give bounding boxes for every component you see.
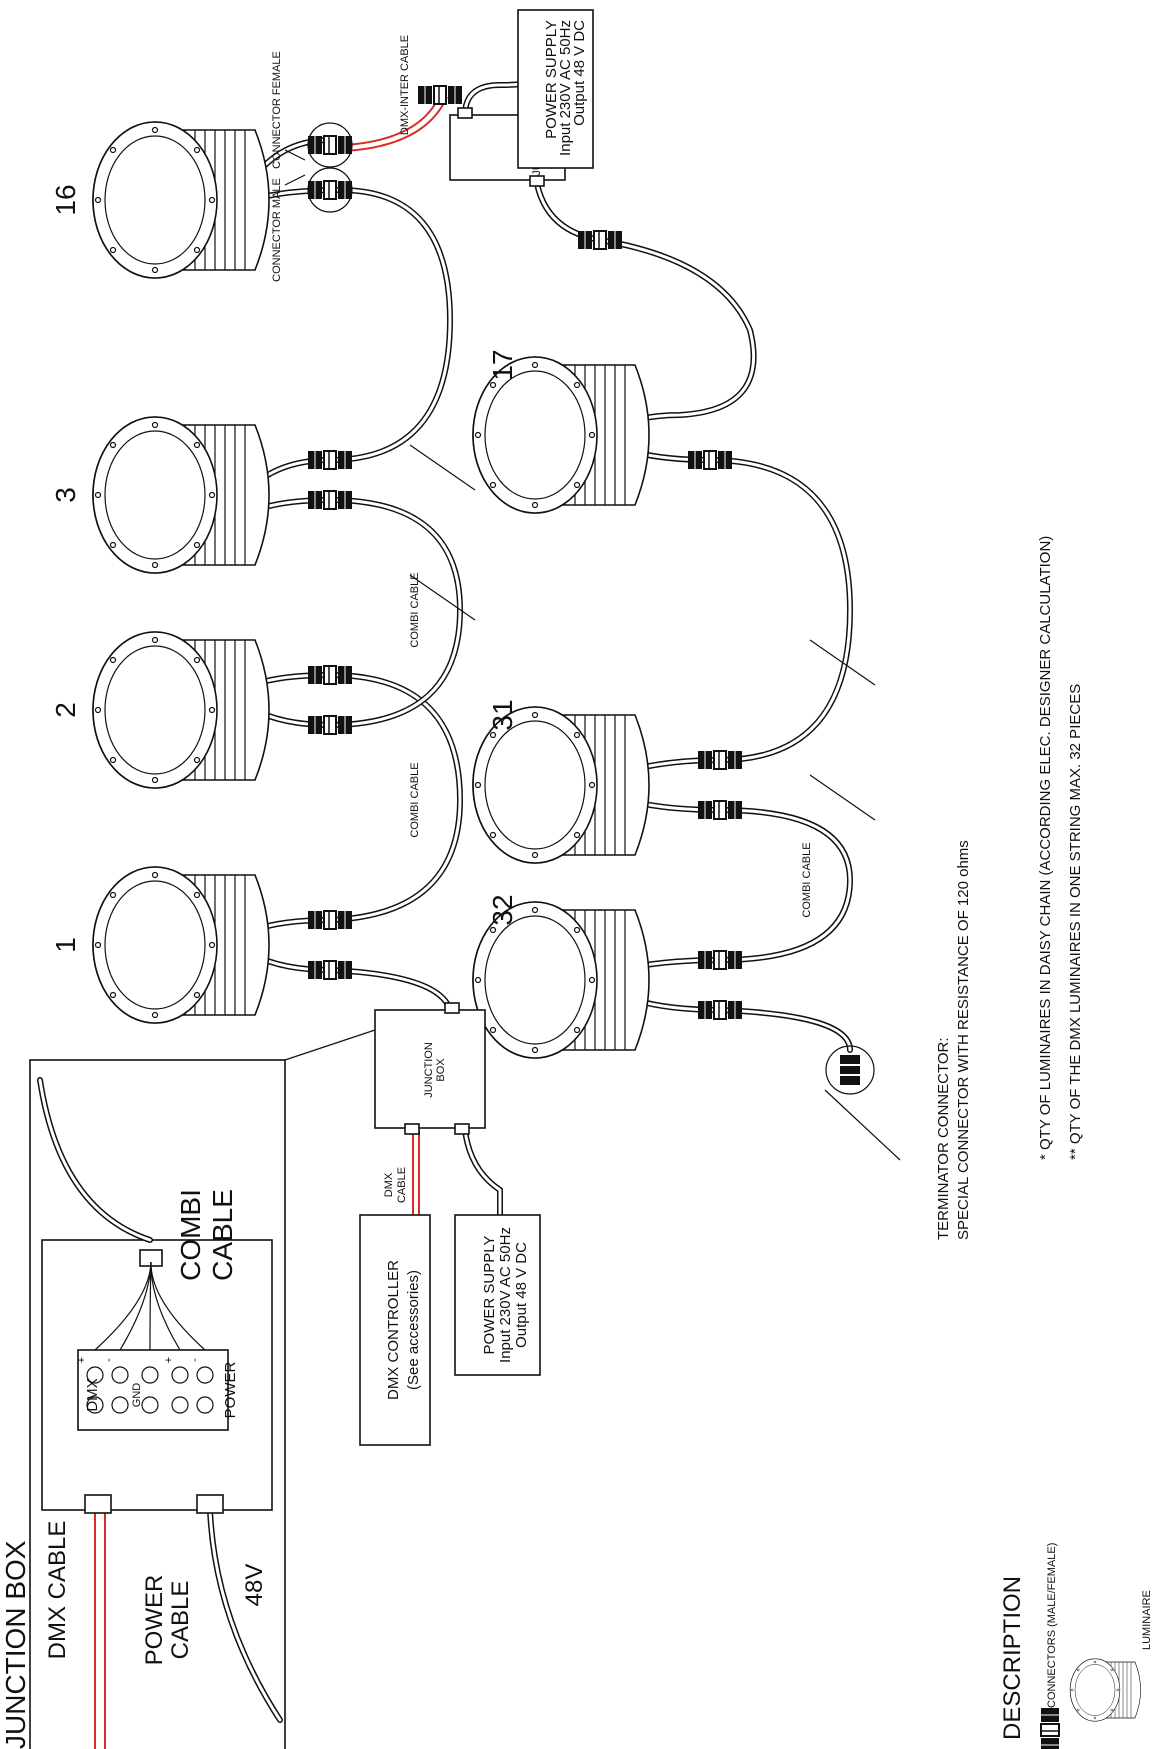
legend-title: DESCRIPTION xyxy=(999,1576,1026,1740)
dmx-controller-line1: DMX CONTROLLER xyxy=(385,1260,402,1400)
luminaire-1 xyxy=(92,866,270,1024)
jb-combi-line1: COMBI xyxy=(175,1189,206,1281)
connector-female-label: CONNECTOR FEMALE xyxy=(271,51,283,169)
terminator-line2: SPECIAL CONNECTOR WITH RESISTANCE OF 120… xyxy=(955,840,972,1240)
power-supply-bottom-line2: Input 230V AC 50Hz xyxy=(497,1227,514,1363)
jb-title: JUNCTION BOX xyxy=(0,1540,31,1749)
luminaire-number-2: 2 xyxy=(50,702,81,718)
power-supply-bottom: POWER SUPPLY Input 230V AC 50Hz Output 4… xyxy=(454,1214,541,1376)
power-supply-top-line1: POWER SUPPLY xyxy=(543,20,560,139)
dmx-cable-short-line1: DMX xyxy=(383,1172,395,1197)
combi-cable-label-3: COMBI CABLE xyxy=(801,842,813,917)
power-supply-bottom-line3: Output 48 V DC xyxy=(513,1242,530,1348)
junction-box-bottom: JUNCTION BOX xyxy=(374,1002,486,1135)
jb-dmx-cable: DMX CABLE xyxy=(44,1521,71,1660)
jb-plus-dmx: + xyxy=(76,1357,88,1363)
dmx-cable-short-line2: CABLE xyxy=(396,1167,408,1203)
legend-luminaire: LUMINAIRE xyxy=(1141,1590,1153,1650)
luminaire-number-1: 1 xyxy=(50,937,81,953)
jb-combi-line2: CABLE xyxy=(207,1189,238,1281)
luminaire-3 xyxy=(92,416,270,574)
connectors xyxy=(307,85,743,1020)
connector-male-label: CONNECTOR MALE xyxy=(271,178,283,282)
connector-male-callout xyxy=(307,167,353,213)
luminaire-2 xyxy=(92,631,270,789)
combi-cable-label-2: COMBI CABLE xyxy=(409,572,421,647)
jb-minus-power: - xyxy=(189,1358,201,1362)
note-1: * QTY OF LUMINAIRES IN DAISY CHAIN (ACCO… xyxy=(1037,536,1054,1160)
note-2: ** QTY OF THE DMX LUMINAIRES IN ONE STRI… xyxy=(1067,684,1084,1160)
dmx-inter-cable-label: DMX-INTER CABLE xyxy=(399,35,411,135)
luminaire-number-17: 17 xyxy=(487,349,518,380)
jb-plus-power: + xyxy=(163,1357,175,1363)
jb-voltage: 48V xyxy=(241,1564,268,1607)
legend-luminaire-icon xyxy=(1069,1658,1141,1722)
jb-gnd-label: GND xyxy=(131,1383,143,1408)
legend-connectors: CONNECTORS (MALE/FEMALE) xyxy=(1046,1543,1058,1708)
luminaire-number-32: 32 xyxy=(487,894,518,925)
power-supply-top-line2: Input 230V AC 50Hz xyxy=(557,20,574,156)
combi-cable-label-1: COMBI CABLE xyxy=(409,762,421,837)
junction-box-detail: DMX GND POWER + - + - JUNCTION BOX DMX C… xyxy=(0,1029,376,1749)
dmx-controller: DMX CONTROLLER (See accessories) xyxy=(359,1214,431,1446)
power-supply-top-line3: Output 48 V DC xyxy=(571,20,588,126)
luminaire-number-3: 3 xyxy=(50,487,81,503)
jb-minus-dmx: - xyxy=(103,1358,115,1362)
luminaire-number-31: 31 xyxy=(487,699,518,730)
junction-box-bottom-line1: JUNCTION xyxy=(423,1042,435,1098)
connector-female-callout xyxy=(307,122,353,168)
jb-power-cable-line2: CABLE xyxy=(167,1581,194,1660)
terminator-line1: TERMINATOR CONNECTOR: xyxy=(935,1037,952,1240)
luminaire-number-16: 16 xyxy=(50,184,81,215)
power-supply-top: POWER SUPPLY Input 230V AC 50Hz Output 4… xyxy=(517,9,594,169)
jb-dmx-label: DMX xyxy=(84,1378,101,1411)
jb-power-cable-line1: POWER xyxy=(141,1575,168,1666)
junction-box-bottom-line2: BOX xyxy=(435,1058,447,1082)
legend: DESCRIPTION CONNECTORS (MALE/FEMALE) LUM… xyxy=(999,1543,1153,1749)
dmx-controller-line2: (See accessories) xyxy=(405,1270,422,1390)
jb-power-label: POWER xyxy=(222,1362,239,1419)
luminaire-16 xyxy=(92,121,270,279)
power-supply-bottom-line1: POWER SUPPLY xyxy=(481,1236,498,1355)
terminator-connector xyxy=(824,1045,901,1161)
